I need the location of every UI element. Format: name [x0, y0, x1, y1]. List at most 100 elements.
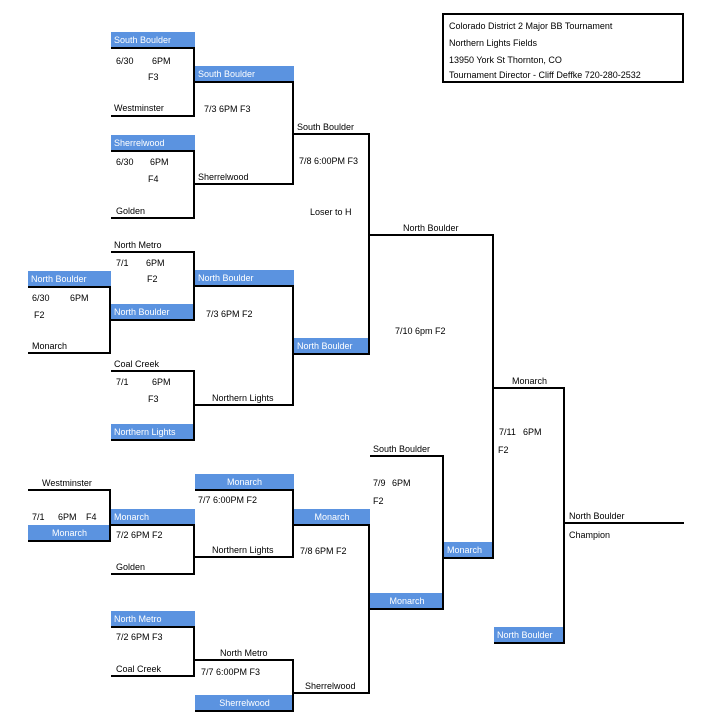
bracket-line — [294, 524, 370, 526]
game-date: 6/30 — [116, 56, 134, 66]
bracket-line — [195, 81, 294, 83]
game-note: Loser to H — [310, 207, 352, 217]
team-slot: North Boulder — [28, 271, 111, 287]
bracket-line — [294, 692, 370, 694]
team-slot: South Boulder — [195, 66, 294, 82]
bracket-line — [292, 81, 294, 185]
game-info: 7/7 6:00PM F2 — [198, 495, 258, 505]
team-slot: North Boulder — [294, 338, 370, 354]
bracket-line — [492, 387, 494, 559]
bracket-line — [292, 285, 294, 406]
game-info: 7/3 6PM F2 — [206, 309, 253, 319]
bracket-line — [111, 319, 195, 321]
game-date: 7/11 — [499, 427, 516, 437]
game-field: F3 — [148, 394, 159, 404]
game-time: 6PM — [70, 293, 89, 303]
bracket-line — [195, 556, 294, 558]
venue-name: Northern Lights Fields — [449, 38, 538, 48]
bracket-line — [193, 251, 195, 321]
bracket-line — [370, 234, 494, 236]
bracket-line — [195, 489, 294, 491]
game-info: 7/10 6pm F2 — [395, 326, 446, 336]
game-time: 6PM — [152, 56, 171, 66]
bracket-line — [111, 47, 195, 49]
bracket-line — [111, 439, 195, 441]
bracket-line — [492, 234, 494, 389]
bracket-line — [368, 133, 370, 355]
team-slot: North Boulder — [111, 304, 195, 320]
bracket-line — [444, 557, 494, 559]
bracket-line — [111, 115, 195, 117]
bracket-line — [193, 370, 195, 441]
bracket-line — [565, 522, 684, 524]
bracket-line — [563, 387, 565, 644]
team-slot: Coal Creek — [114, 359, 160, 369]
bracket-line — [292, 489, 294, 558]
team-slot: Monarch — [444, 542, 494, 558]
team-slot: Sherrelwood — [111, 135, 195, 151]
venue-address: 13950 York St Thornton, CO — [449, 55, 562, 65]
bracket-line — [28, 540, 111, 542]
bracket-line — [28, 286, 111, 288]
bracket-line — [368, 524, 370, 694]
team-slot: Monarch — [111, 509, 195, 525]
team-slot: South Boulder — [297, 122, 355, 132]
team-slot: Monarch — [32, 341, 68, 351]
bracket-line — [195, 659, 294, 661]
game-date: 7/1 — [116, 377, 129, 387]
team-slot: South Boulder — [373, 444, 431, 454]
team-slot: South Boulder — [111, 32, 195, 48]
game-field: F2 — [498, 445, 509, 455]
bracket-line — [294, 353, 370, 355]
game-info: 7/3 6PM F3 — [204, 104, 251, 114]
game-time: 6PM — [150, 157, 169, 167]
team-slot: Northern Lights — [212, 393, 274, 403]
bracket-line — [494, 387, 565, 389]
team-slot: North Boulder — [195, 270, 294, 286]
team-slot: Monarch — [512, 376, 548, 386]
game-info: 7/8 6:00PM F3 — [299, 156, 359, 166]
game-field: F2 — [34, 310, 45, 320]
bracket-line — [111, 573, 195, 575]
team-slot: Monarch — [28, 525, 111, 541]
team-slot: Monarch — [195, 474, 294, 490]
team-slot: Monarch — [370, 593, 444, 609]
game-field: F4 — [86, 512, 97, 522]
bracket-line — [195, 404, 294, 406]
bracket-line — [494, 642, 565, 644]
bracket-line — [111, 150, 195, 152]
team-slot: North Boulder — [403, 223, 459, 233]
game-date: 7/1 — [32, 512, 45, 522]
game-field: F4 — [148, 174, 159, 184]
bracket-line — [111, 217, 195, 219]
bracket-line — [292, 659, 294, 712]
team-slot: North Boulder — [494, 627, 565, 643]
bracket-line — [111, 370, 195, 372]
game-time: 6PM — [152, 377, 171, 387]
team-slot: Northern Lights — [111, 424, 195, 440]
game-date: 6/30 — [116, 157, 134, 167]
bracket-line — [28, 489, 111, 491]
bracket-line — [193, 626, 195, 677]
bracket-line — [111, 675, 195, 677]
team-slot: Sherrelwood — [305, 681, 356, 691]
team-slot: North Metro — [114, 240, 162, 250]
bracket-line — [109, 489, 111, 542]
bracket-line — [370, 455, 444, 457]
game-field: F2 — [373, 496, 384, 506]
bracket-line — [370, 608, 444, 610]
bracket-line — [111, 251, 195, 253]
team-slot: Westminster — [42, 478, 92, 488]
bracket-line — [193, 150, 195, 219]
team-slot: Northern Lights — [212, 545, 274, 555]
team-slot: Coal Creek — [116, 664, 162, 674]
game-time: 6PM — [58, 512, 77, 522]
bracket-line — [193, 524, 195, 575]
game-field: F2 — [147, 274, 158, 284]
tournament-info-box: Colorado District 2 Major BB Tournament … — [442, 13, 684, 83]
bracket-line — [111, 524, 195, 526]
team-slot: Sherrelwood — [198, 172, 249, 182]
team-slot: North Metro — [220, 648, 268, 658]
bracket-line — [28, 352, 111, 354]
game-info: 7/8 6PM F2 — [300, 546, 347, 556]
